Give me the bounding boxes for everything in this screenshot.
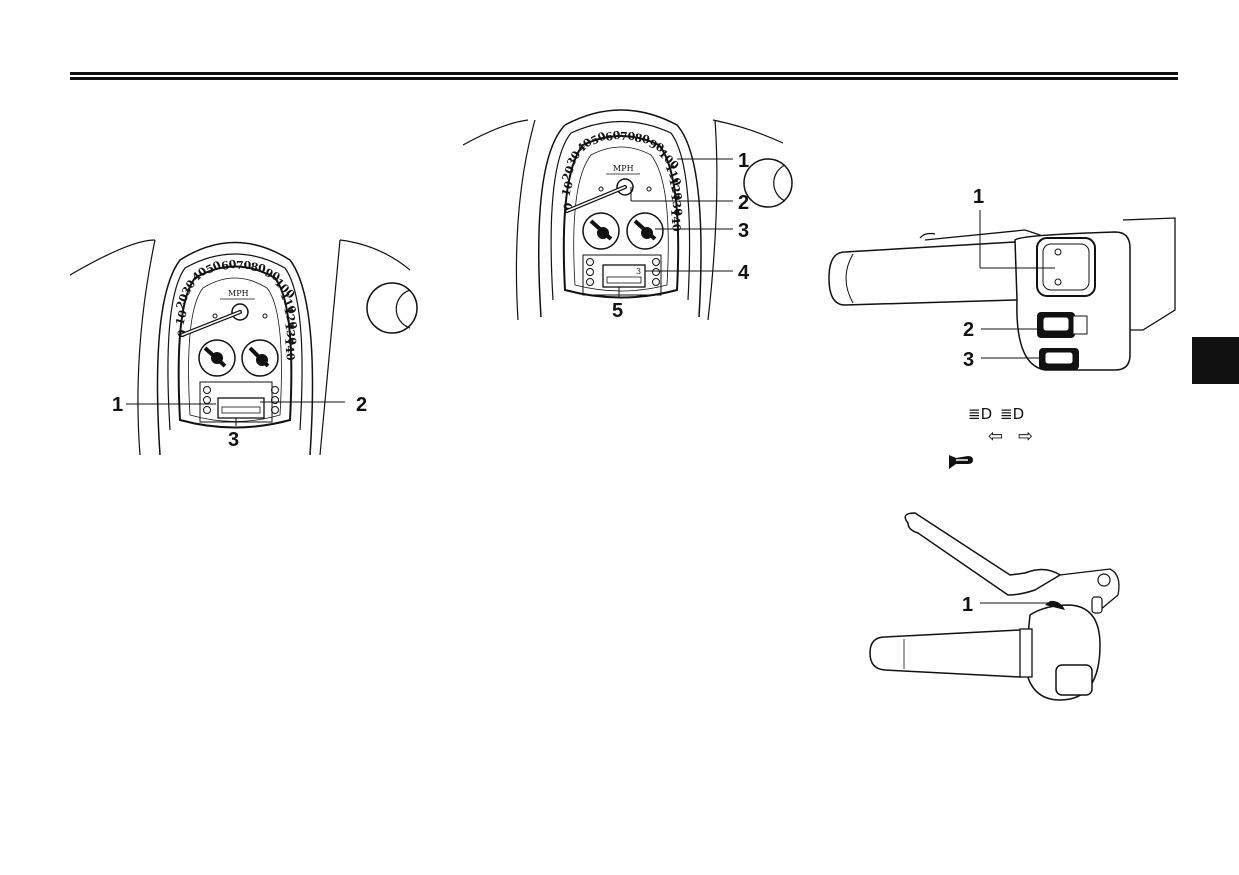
scale-50: 50: [204, 258, 224, 276]
scale-70: 70: [236, 259, 252, 272]
scale-10: 10: [173, 308, 190, 326]
headlight-low-icon: ≣D: [968, 405, 993, 423]
scale-70: 70: [620, 130, 636, 143]
scale-60: 60: [604, 128, 622, 144]
header-rule-top: [70, 72, 1178, 75]
figure-handlebar-left: 1 2 3: [825, 180, 1180, 380]
turn-right-icon: ⇨: [1018, 426, 1034, 447]
callout-1: 1: [738, 150, 749, 172]
scale-50: 50: [589, 129, 609, 147]
scale-80: 80: [633, 131, 651, 147]
headlight-high-icon: ≣D: [1000, 405, 1025, 423]
callout-3: 3: [963, 349, 974, 371]
scale-130: 130: [282, 321, 299, 346]
scale-90: 90: [647, 137, 667, 155]
mph-label-large: MPH: [613, 164, 634, 173]
callout-2: 2: [356, 394, 367, 416]
scale-130: 130: [668, 192, 685, 217]
callout-1: 1: [962, 594, 973, 616]
mph-label-small: MPH: [228, 289, 249, 298]
header-rule-bottom: [70, 77, 1178, 80]
horn-icon: [949, 455, 973, 469]
scale-10: 10: [559, 179, 576, 197]
scale-20: 20: [174, 292, 192, 311]
figure-handlebar-right: 1: [860, 505, 1125, 705]
scale-90: 90: [263, 266, 283, 284]
callout-1: 1: [973, 186, 984, 208]
callout-3: 3: [738, 220, 749, 242]
scale-140: 140: [282, 337, 297, 361]
display-digit: 3: [636, 267, 641, 276]
scale-120: 120: [666, 176, 685, 202]
scale-140: 140: [668, 208, 683, 232]
callout-3: 3: [228, 429, 239, 451]
callout-5: 5: [612, 300, 623, 322]
callout-2: 2: [738, 192, 749, 214]
section-tab: [1192, 337, 1239, 384]
callout-4: 4: [738, 262, 750, 284]
callout-2: 2: [963, 319, 974, 341]
scale-20: 20: [560, 164, 578, 183]
scale-80: 80: [249, 260, 267, 276]
figure-meter-small: 0 10 20 30 40 50 60 70 80 90 100 110 120…: [69, 230, 420, 460]
scale-60: 60: [220, 257, 238, 273]
scale-0: 0: [561, 201, 575, 211]
figure-meter-large: 0 10 20 30 40 50 60 70 80 90 100 110 120…: [462, 105, 793, 322]
speed-scale-large: 0 10 20 30 40 50 60 70 80 90 100 110 120…: [559, 128, 685, 232]
scale-120: 120: [281, 305, 300, 331]
callout-1: 1: [112, 394, 123, 416]
turn-left-icon: ⇦: [988, 426, 1004, 447]
